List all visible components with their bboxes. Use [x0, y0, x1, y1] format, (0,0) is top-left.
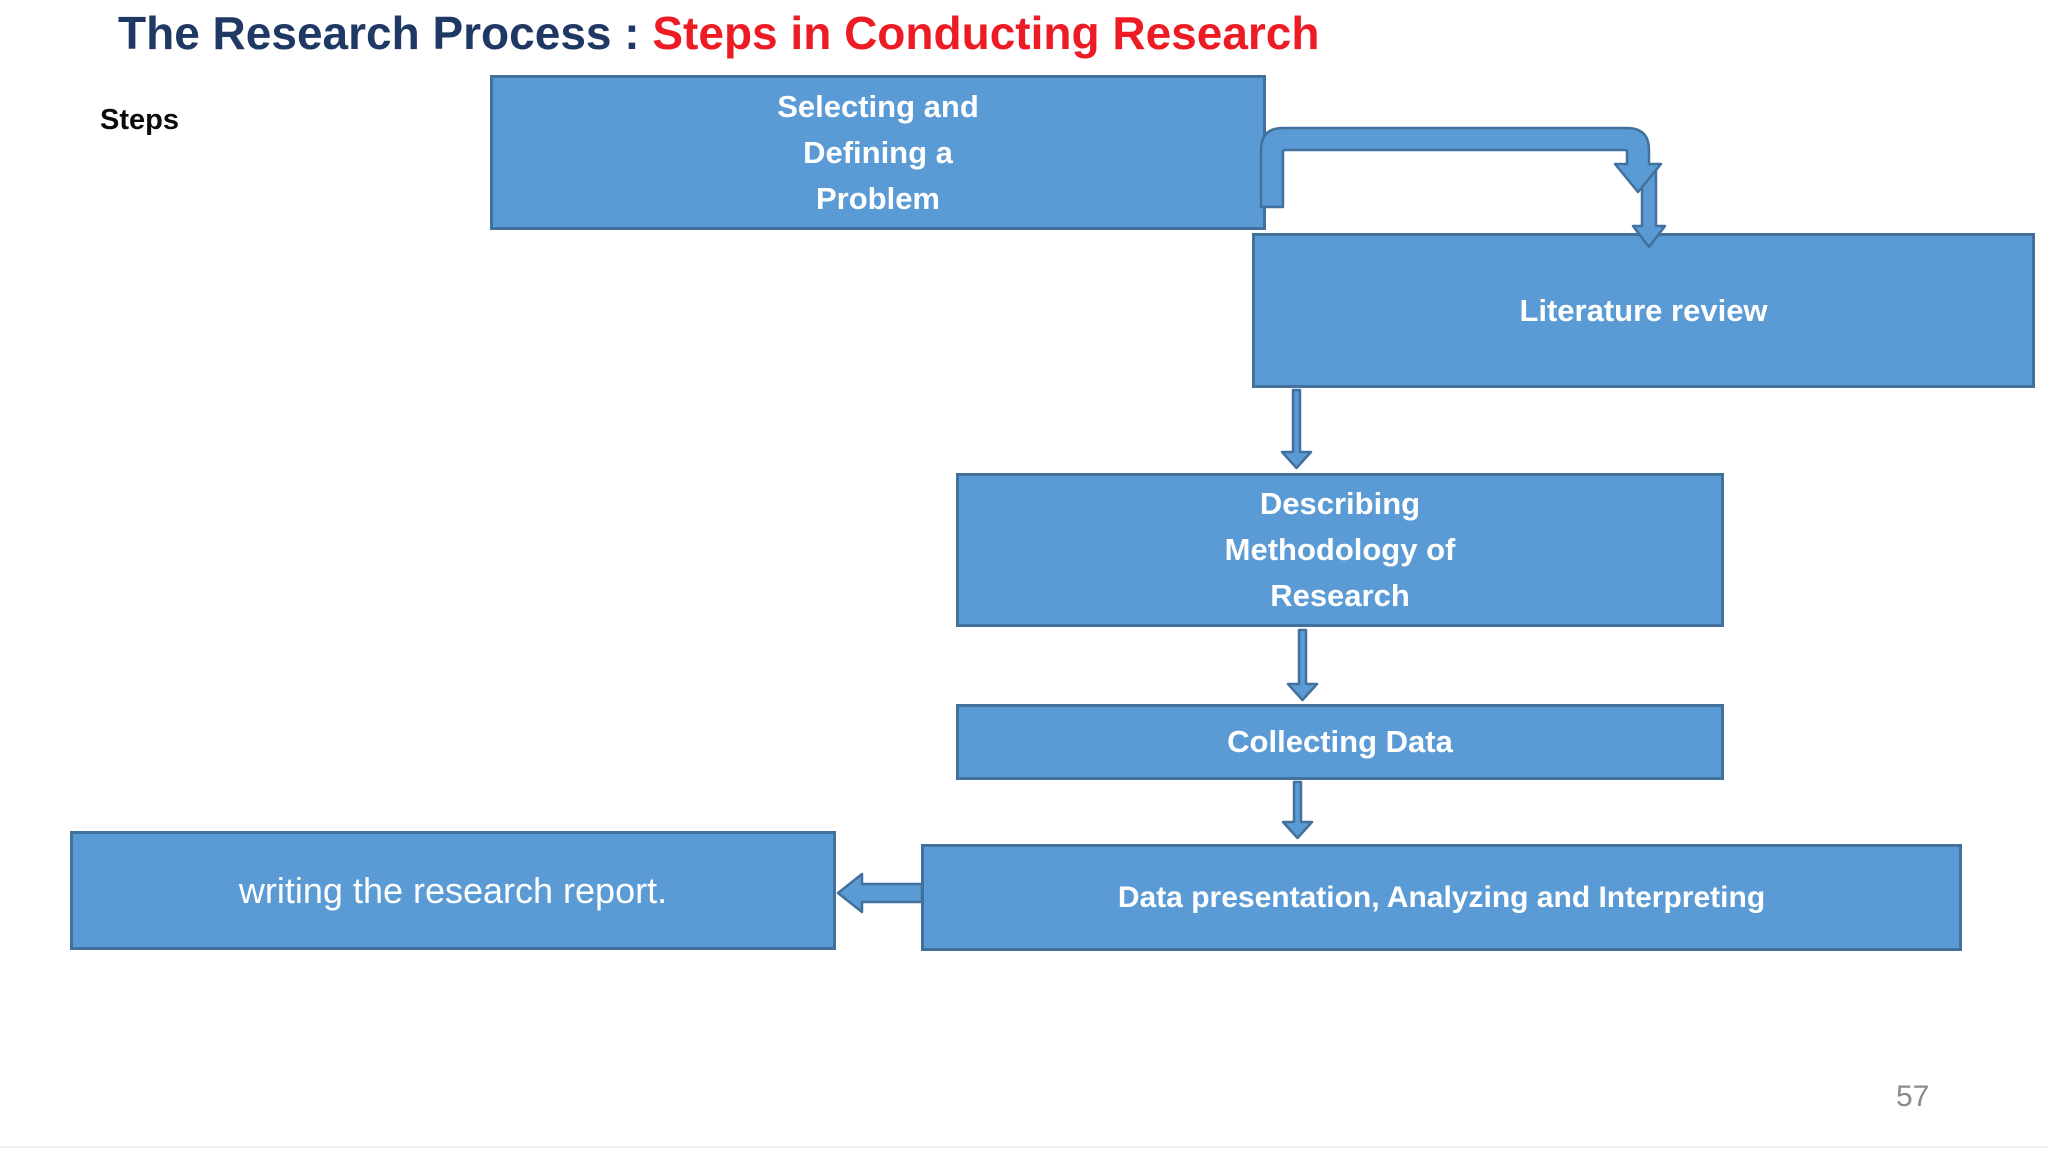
flow-box-literature-review: Literature review	[1252, 233, 2035, 388]
flow-box-label: Collecting Data	[1227, 724, 1453, 759]
flow-box-label: Describing Methodology of Research	[1224, 486, 1456, 613]
flow-box-label: Selecting and Defining a Problem	[777, 88, 979, 216]
left-block-arrow-icon	[836, 872, 924, 914]
flow-box-label: Literature review	[1519, 292, 1768, 328]
down-arrow-methodology-collecting-icon	[1286, 628, 1319, 702]
steps-label: Steps	[100, 104, 179, 136]
flow-box-label: Data presentation, Analyzing and Interpr…	[1117, 880, 1766, 914]
bent-arrow-icon	[1259, 126, 1663, 209]
flow-box-writing-report: writing the research report.	[70, 831, 836, 950]
flow-box-data-presentation: Data presentation, Analyzing and Interpr…	[921, 844, 1962, 951]
flow-box-collecting-data: Collecting Data	[956, 704, 1724, 780]
slide-bottom-divider	[0, 1146, 2048, 1148]
page-number: 57	[1896, 1080, 1930, 1113]
flow-box-label: writing the research report.	[238, 869, 668, 911]
flow-box-describing-methodology: Describing Methodology of Research	[956, 473, 1724, 627]
title-highlight: Steps in Conducting Research	[652, 7, 1320, 59]
title-prefix: The Research Process :	[118, 7, 653, 59]
flow-box-selecting-defining-problem: Selecting and Defining a Problem	[490, 75, 1266, 230]
page-title: The Research Process : Steps in Conducti…	[118, 6, 1918, 60]
down-arrow-literature-methodology-icon	[1280, 388, 1313, 470]
down-arrow-collecting-presentation-icon	[1281, 780, 1314, 840]
